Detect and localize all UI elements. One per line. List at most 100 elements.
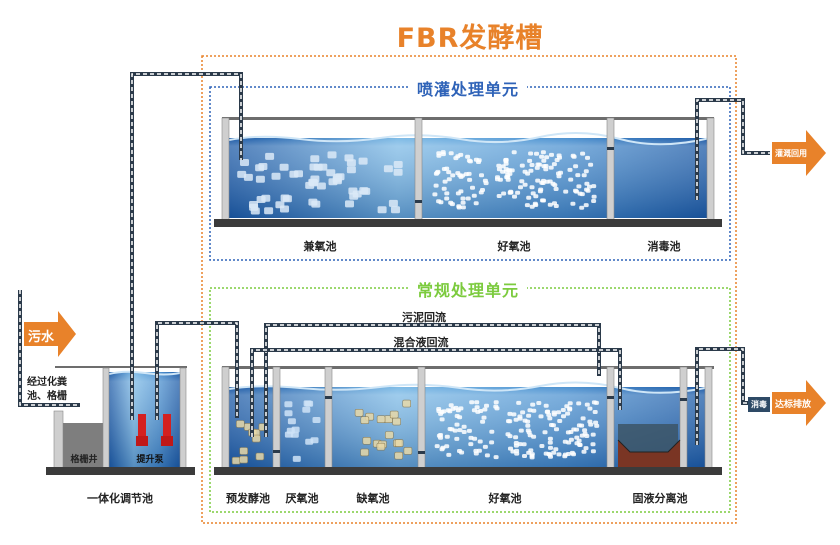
media-particle (591, 184, 597, 189)
media-particle (534, 165, 540, 170)
media-particle (525, 171, 531, 176)
media-particle (581, 173, 587, 178)
media-particle (547, 416, 553, 421)
media-particle (524, 203, 530, 208)
media-particle (590, 442, 596, 447)
media-particle (525, 423, 531, 428)
media-particle (250, 207, 260, 215)
media-particle (493, 455, 499, 460)
media-particle (591, 199, 597, 203)
grid-well-label: 格栅井 (70, 455, 98, 465)
suspended-media-icon (284, 400, 321, 462)
media-particle (577, 443, 583, 447)
media-particle (549, 152, 554, 157)
media-particle (556, 410, 561, 415)
media-particle (481, 415, 487, 420)
media-particle (433, 183, 439, 188)
discharge-outlet-arrow (772, 380, 826, 426)
media-particle (312, 417, 321, 423)
media-particle (236, 420, 245, 428)
media-particle (537, 189, 543, 194)
media-particle (258, 163, 268, 170)
media-particle (553, 187, 559, 191)
disinfect-tag: 消毒 (748, 397, 770, 412)
media-particle (519, 163, 525, 168)
media-particle (543, 167, 549, 172)
pretreatment-note: 经过化粪 池、格栅 (27, 376, 67, 404)
media-particle (289, 170, 299, 178)
media-particle (526, 450, 532, 455)
media-particle (310, 437, 319, 444)
media-particle (452, 428, 458, 433)
media-particle (522, 182, 528, 187)
media-particle (587, 419, 593, 424)
media-particle (468, 442, 474, 447)
sludge-return-label: 污泥回流 (402, 311, 446, 324)
media-particle (440, 150, 446, 155)
media-particle (546, 412, 552, 417)
media-particle (580, 151, 586, 156)
media-particle (446, 170, 452, 175)
discharge-arrow-label: 达标排放 (775, 400, 812, 410)
media-particle (534, 151, 539, 156)
media-particle (362, 436, 372, 445)
media-particle (391, 206, 400, 214)
media-particle (394, 451, 404, 460)
media-particle (479, 173, 484, 178)
media-particle (444, 434, 450, 439)
media-particle (522, 454, 527, 458)
media-particle (553, 447, 559, 452)
tank-label: 消毒池 (647, 240, 681, 253)
media-particle (548, 445, 553, 450)
media-particle (389, 410, 399, 419)
media-particle (455, 171, 461, 176)
media-particle (591, 194, 597, 199)
media-particle (511, 150, 517, 155)
media-particle (376, 415, 386, 424)
media-particle (512, 194, 517, 199)
media-particle (574, 435, 580, 440)
media-particle (460, 196, 466, 201)
media-particle (580, 416, 586, 421)
media-particle (496, 167, 502, 172)
media-particle (588, 162, 594, 167)
media-particle (503, 158, 509, 163)
media-particle (565, 430, 571, 435)
media-particle (482, 444, 488, 449)
media-particle (529, 204, 535, 209)
media-particle (587, 406, 593, 411)
media-particle (515, 190, 521, 195)
spray-unit-title: 喷灌处理单元 (408, 76, 528, 100)
media-particle (467, 159, 473, 164)
media-particle (460, 200, 466, 205)
media-particle (539, 444, 545, 448)
media-particle (541, 158, 547, 163)
tank-label: 好氧池 (497, 240, 531, 253)
media-particle (546, 452, 552, 456)
media-particle (579, 205, 585, 210)
media-particle (447, 427, 453, 431)
media-particle (441, 186, 447, 191)
media-particle (360, 416, 370, 425)
media-particle (576, 184, 582, 189)
cube-media-icon (354, 399, 413, 460)
media-particle (448, 200, 454, 205)
media-particle (500, 164, 506, 169)
media-particle (505, 432, 511, 437)
media-particle (516, 400, 522, 405)
media-particle (482, 407, 488, 412)
media-particle (471, 193, 477, 198)
media-particle (579, 423, 585, 428)
media-particle (465, 196, 471, 201)
media-particle (556, 452, 562, 457)
media-particle (256, 196, 266, 203)
media-particle (474, 405, 480, 410)
media-particle (527, 408, 533, 413)
media-particle (547, 440, 553, 445)
media-particle (529, 455, 535, 460)
media-particle (539, 154, 545, 159)
pretreatment-note-line2: 池、格栅 (27, 391, 67, 402)
media-particle (392, 417, 401, 426)
media-particle (568, 177, 574, 182)
tank-label: 预发酵池 (226, 492, 270, 505)
